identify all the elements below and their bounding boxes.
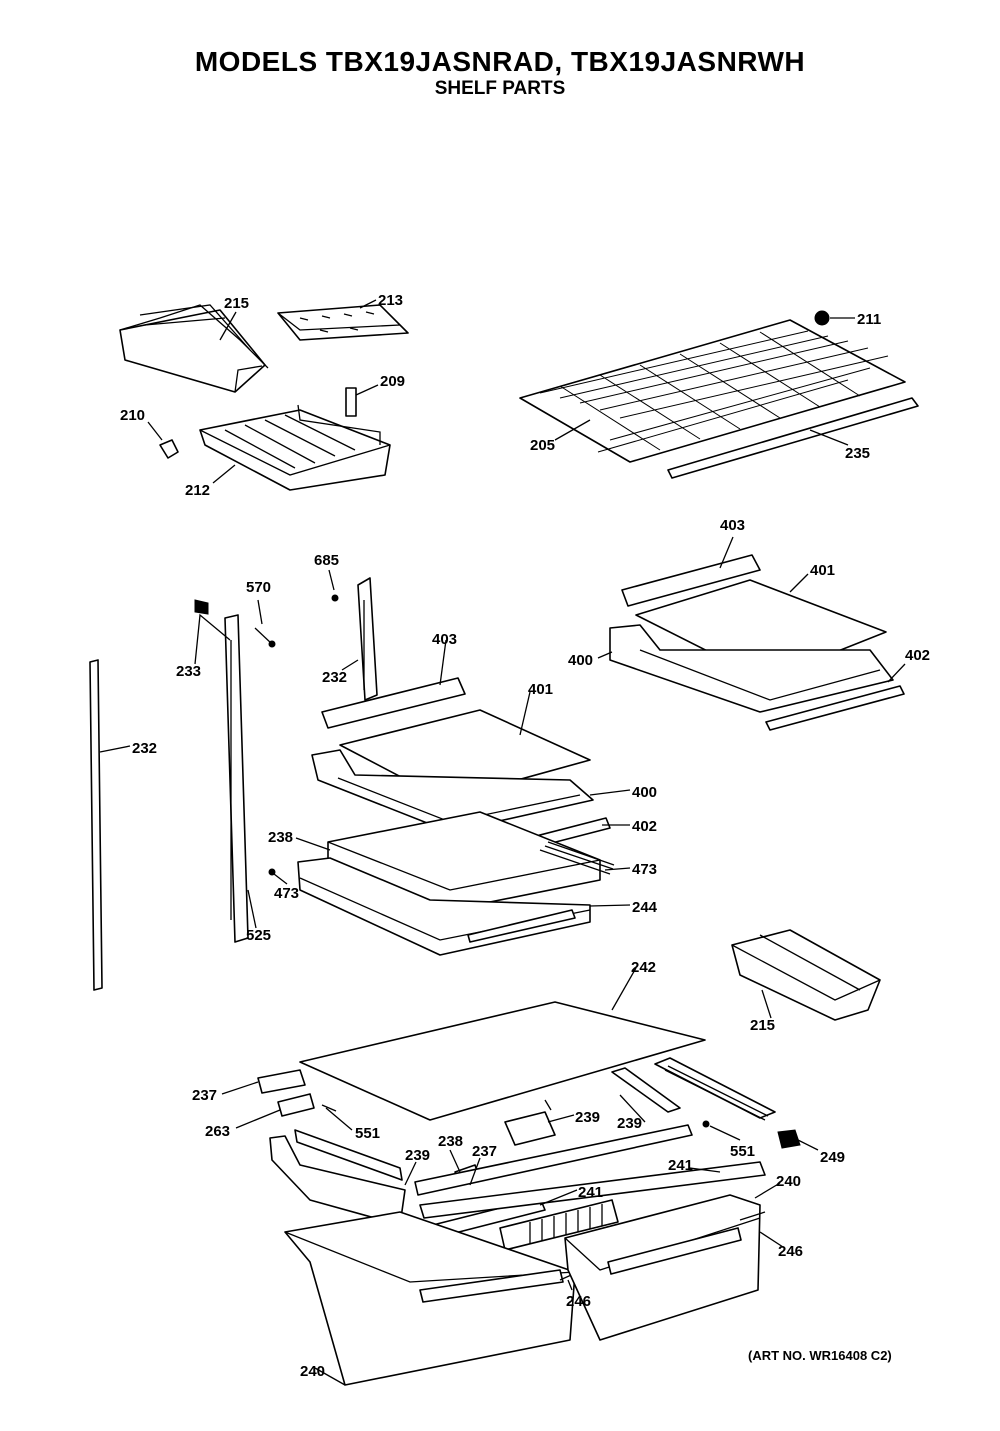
part-239-frame-left: [269, 1129, 406, 1226]
callout-246-right: 246: [778, 1243, 803, 1260]
callout-239-left: 239: [405, 1147, 430, 1164]
part-241-rail-right: [419, 1161, 766, 1219]
part-232-rail-left: [89, 659, 103, 991]
callout-400-upper: 400: [568, 652, 593, 669]
callout-239-center: 239: [575, 1109, 600, 1126]
part-213-cover: [277, 304, 409, 341]
callout-401-middle: 401: [528, 681, 553, 698]
part-237-rail: [414, 1124, 693, 1196]
callout-233: 233: [176, 663, 201, 680]
part-210-knob: [159, 439, 179, 459]
part-403-trim-upper: [621, 554, 761, 607]
part-239-slide-center: [504, 1099, 556, 1146]
callout-246-left: 246: [566, 1293, 591, 1310]
callout-215-lower: 215: [750, 1017, 775, 1034]
callout-235: 235: [845, 445, 870, 462]
callout-570: 570: [246, 579, 271, 596]
callout-205: 205: [530, 437, 555, 454]
callout-213: 213: [378, 292, 403, 309]
callout-400-middle: 400: [632, 784, 657, 801]
callout-551-left: 551: [355, 1125, 380, 1142]
callout-238-strip: 238: [438, 1133, 463, 1150]
part-212-tray: [199, 404, 391, 491]
part-235-strip: [667, 397, 919, 479]
callout-249: 249: [820, 1149, 845, 1166]
callout-402-middle: 402: [632, 818, 657, 835]
part-403-trim-middle: [321, 677, 466, 729]
part-232-rail-center: [224, 614, 249, 943]
part-551-screw-right: [702, 1120, 710, 1128]
callout-212: 212: [185, 482, 210, 499]
callout-239-right: 239: [617, 1115, 642, 1132]
callout-215: 215: [224, 295, 249, 312]
callout-211: 211: [857, 311, 881, 328]
callout-240-right: 240: [776, 1173, 801, 1190]
callout-473-left: 473: [274, 885, 299, 902]
part-263-spacer: [277, 1093, 315, 1117]
callout-403-middle: 403: [432, 631, 457, 648]
part-240-drawer-right: [564, 1194, 766, 1341]
callout-238-slide: 238: [268, 829, 293, 846]
part-525-screw: [268, 868, 276, 876]
part-215-door-bin-lower: [731, 929, 881, 1021]
callout-401-upper: 401: [810, 562, 835, 579]
callout-402-upper: 402: [905, 647, 930, 664]
callout-263: 263: [205, 1123, 230, 1140]
callout-241-right: 241: [668, 1157, 693, 1174]
part-233-bumper: [194, 599, 209, 615]
callout-labels: 215 213 209 210 212 211 205 235 403 401 …: [120, 292, 930, 1380]
part-215-door-bin: [119, 304, 269, 393]
part-551-screw-left: [321, 1104, 337, 1112]
part-232-rail-short: [357, 577, 378, 701]
callout-242: 242: [631, 959, 656, 976]
leader-lines: [99, 299, 906, 1386]
part-211-bumper: [814, 310, 830, 326]
callout-525: 525: [246, 927, 271, 944]
callout-209: 209: [380, 373, 405, 390]
part-402-strip-upper: [765, 685, 905, 731]
part-242-cover-glass: [299, 1001, 706, 1121]
callout-240-left: 240: [300, 1363, 325, 1380]
callout-685: 685: [314, 552, 339, 569]
models-title: MODELS TBX19JASNRAD, TBX19JASNRWH: [194, 46, 806, 77]
part-473-slides: [539, 841, 615, 875]
subtitle: SHELF PARTS: [434, 78, 566, 99]
callout-551-right: 551: [730, 1143, 755, 1160]
part-237-clip-left: [257, 1069, 306, 1094]
callout-232-short: 232: [322, 669, 347, 686]
art-number: (ART NO. WR16408 C2): [748, 1348, 892, 1363]
callout-232-left: 232: [132, 740, 157, 757]
callout-244: 244: [632, 899, 658, 916]
callout-403-upper: 403: [720, 517, 745, 534]
callout-241-left: 241: [578, 1184, 603, 1201]
part-205-wire-shelf: [519, 319, 906, 463]
part-570-screw: [254, 627, 276, 648]
callout-473-right: 473: [632, 861, 657, 878]
part-240-drawer-left: [284, 1211, 579, 1386]
part-244-shelf-support: [297, 857, 591, 956]
part-209-bracket: [345, 387, 357, 417]
callout-210: 210: [120, 407, 145, 424]
part-246-vent: [499, 1199, 619, 1251]
part-249-hinge: [777, 1129, 801, 1149]
part-685-screw: [331, 594, 339, 602]
callout-237-clip: 237: [192, 1087, 217, 1104]
part-239-slide-right: [611, 1057, 776, 1121]
part-400-frame-upper: [609, 624, 894, 713]
callout-237-rail: 237: [472, 1143, 497, 1160]
